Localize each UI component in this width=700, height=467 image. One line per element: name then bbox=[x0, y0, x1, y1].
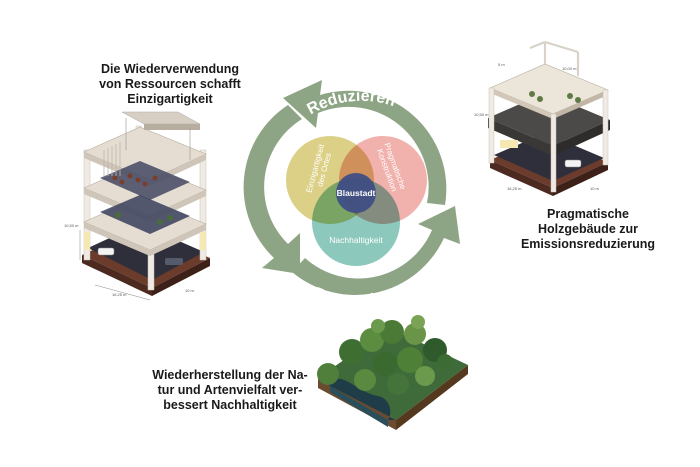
right-depth-dimension: 10 m bbox=[590, 186, 600, 191]
cycle-arrows bbox=[243, 80, 460, 295]
venn-center bbox=[336, 173, 376, 213]
right-width-dimension: 16,25 m bbox=[507, 186, 522, 191]
reuse-caption: Die Wiederverwendung von Ressourcen scha… bbox=[60, 62, 280, 107]
timber-caption-line-1: Pragmatische bbox=[547, 207, 629, 221]
recyceln-label: Recyceln bbox=[220, 151, 245, 228]
regenerieren-arrow bbox=[292, 206, 460, 295]
reuse-caption-line-2: von Ressourcen schafft bbox=[99, 77, 241, 91]
venn-circle-sustainability bbox=[312, 178, 400, 266]
timber-caption-line-2: Holzgebäude zur bbox=[537, 222, 638, 236]
right-top-dimension: 10,00 m bbox=[562, 66, 577, 71]
right-small-dimension: 5 m bbox=[498, 62, 505, 67]
right-height-dimension: 10,50 m bbox=[474, 112, 489, 117]
nature-caption-line-2: tur und Artenvielfalt ver- bbox=[157, 383, 303, 397]
venn-center-label: Blaustadt bbox=[337, 188, 376, 198]
forest-landscape-illustration bbox=[317, 315, 468, 430]
left-width-dimension: 16,25 m bbox=[112, 292, 127, 297]
reuse-building-illustration: 10,50 m 16,25 m 10 m bbox=[64, 111, 210, 301]
nature-caption: Wiederherstellung der Na- tur und Artenv… bbox=[140, 368, 320, 413]
timber-caption: Pragmatische Holzgebäude zur Emissionsre… bbox=[488, 207, 688, 252]
recyceln-arrow bbox=[243, 105, 302, 274]
reuse-caption-line-1: Die Wiederverwendung bbox=[100, 62, 240, 76]
timber-caption-line-3: Emissionsreduzierung bbox=[520, 237, 656, 251]
reuse-caption-line-3: Einzigartigkeit bbox=[127, 92, 213, 106]
nature-caption-line-3: bessert Nachhaltigkeit bbox=[163, 398, 297, 412]
left-height-dimension: 10,50 m bbox=[64, 223, 79, 228]
timber-building-illustration: 10,00 m 5 m 10,50 m 16,25 m 10 m bbox=[474, 40, 610, 196]
nature-caption-line-1: Wiederherstellung der Na- bbox=[152, 368, 308, 382]
venn-diagram bbox=[286, 136, 427, 266]
reduzieren-arrow bbox=[283, 80, 447, 205]
left-depth-dimension: 10 m bbox=[185, 288, 195, 293]
venn-sustainability-label: Nachhaltigkeit bbox=[329, 235, 383, 245]
